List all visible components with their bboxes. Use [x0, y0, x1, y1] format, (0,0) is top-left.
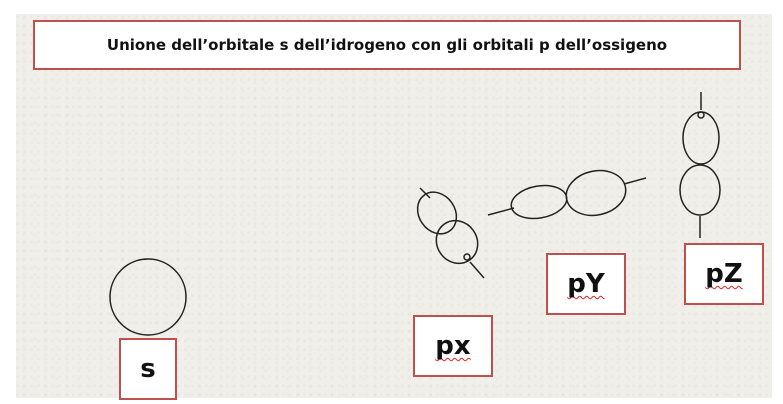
py-lobe-right	[565, 169, 627, 217]
diagram-title: Unione dell’orbitale s dell’idrogeno con…	[106, 36, 668, 54]
px-lobe-lower	[435, 219, 479, 265]
label-box-px: px	[413, 315, 493, 377]
label-box-py: pY	[546, 253, 626, 315]
title-box: Unione dell’orbitale s dell’idrogeno con…	[33, 20, 741, 70]
py-axis-left	[487, 207, 515, 216]
label-py: pY	[567, 269, 605, 299]
s-orbital	[109, 258, 187, 336]
pz-nucleus-mark	[697, 111, 705, 119]
py-lobe-left	[510, 184, 568, 220]
px-nucleus-mark	[463, 253, 471, 261]
px-lobe-upper	[416, 191, 458, 235]
py-axis-right	[623, 177, 647, 185]
label-box-pz: pZ	[684, 243, 764, 305]
py-orbital	[487, 169, 647, 220]
pz-lobe-lower	[679, 164, 721, 216]
px-orbital	[416, 187, 485, 279]
pz-orbital	[679, 92, 721, 238]
px-axis-bottom	[469, 261, 485, 279]
label-box-s: s	[119, 338, 177, 400]
label-pz: pZ	[705, 259, 743, 289]
label-px: px	[435, 331, 471, 361]
label-s: s	[140, 354, 156, 384]
px-axis-top	[419, 187, 431, 199]
pz-lobe-upper	[682, 111, 720, 165]
